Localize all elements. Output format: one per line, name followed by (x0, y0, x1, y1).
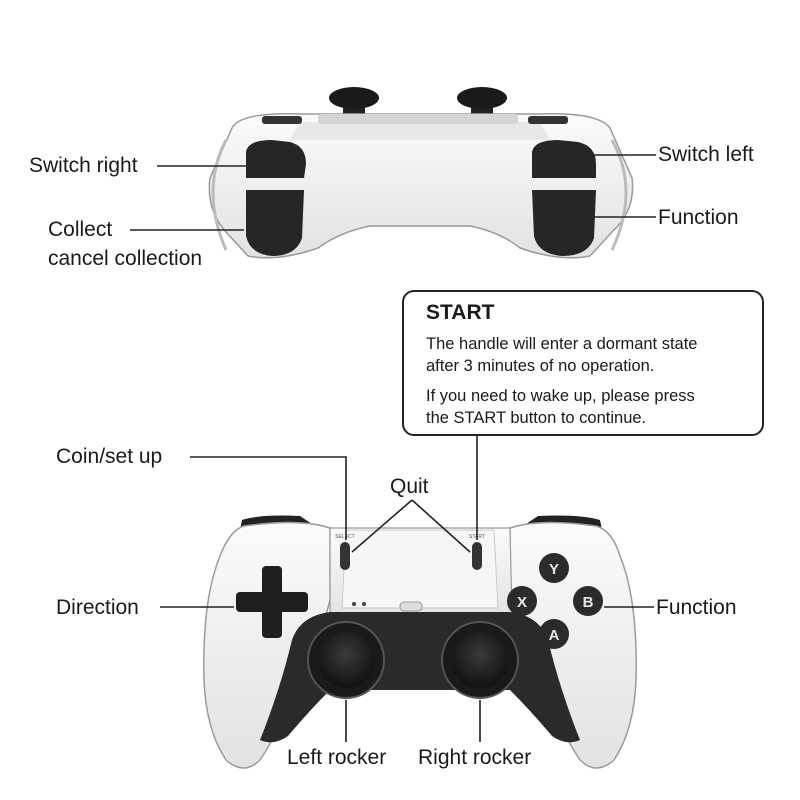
controller-front-view: SELECT START Y X B A (203, 515, 637, 769)
svg-text:A: A (549, 627, 560, 644)
start-callout-line-4: the START button to continue. (426, 409, 647, 427)
select-button (340, 542, 350, 570)
label-function-front: Function (656, 596, 737, 619)
label-coin-setup: Coin/set up (56, 445, 163, 468)
mode-button (399, 601, 423, 612)
svg-text:Y: Y (549, 561, 559, 578)
controller-top-view (208, 87, 634, 259)
top-right-trigger (532, 190, 596, 256)
label-cancel-collection: cancel collection (48, 247, 203, 270)
top-left-bumper (246, 140, 306, 178)
right-thumbstick (441, 621, 519, 699)
label-switch-right: Switch right (29, 154, 138, 177)
label-right-rocker: Right rocker (418, 746, 532, 769)
start-callout-line-3: If you need to wake up, please press (426, 387, 695, 405)
left-thumbstick (307, 621, 385, 699)
svg-text:B: B (583, 594, 594, 611)
start-callout: START The handle will enter a dormant st… (402, 290, 764, 436)
start-callout-line-2: after 3 minutes of no operation. (426, 357, 655, 375)
top-right-stick (457, 87, 507, 118)
button-b (573, 586, 603, 616)
top-left-stick (329, 87, 379, 118)
top-leader-lines (130, 154, 656, 231)
label-left-rocker: Left rocker (287, 746, 387, 769)
top-left-trigger (246, 190, 304, 256)
front-leader-lines (160, 436, 654, 742)
start-callout-line-1: The handle will enter a dormant state (426, 335, 698, 353)
button-a (539, 619, 569, 649)
top-right-bumper (532, 140, 596, 178)
svg-text:X: X (517, 594, 527, 611)
dpad (236, 566, 308, 638)
label-collect: Collect (48, 218, 113, 241)
face-buttons: Y X B A (507, 553, 603, 649)
start-callout-title: START (426, 301, 495, 324)
label-quit: Quit (390, 475, 429, 498)
button-y (539, 553, 569, 583)
button-x (507, 586, 537, 616)
label-function-top: Function (658, 206, 739, 229)
start-button (472, 542, 482, 570)
svg-text:SELECT: SELECT (335, 534, 354, 540)
label-switch-left: Switch left (658, 143, 754, 166)
label-direction: Direction (56, 596, 139, 619)
